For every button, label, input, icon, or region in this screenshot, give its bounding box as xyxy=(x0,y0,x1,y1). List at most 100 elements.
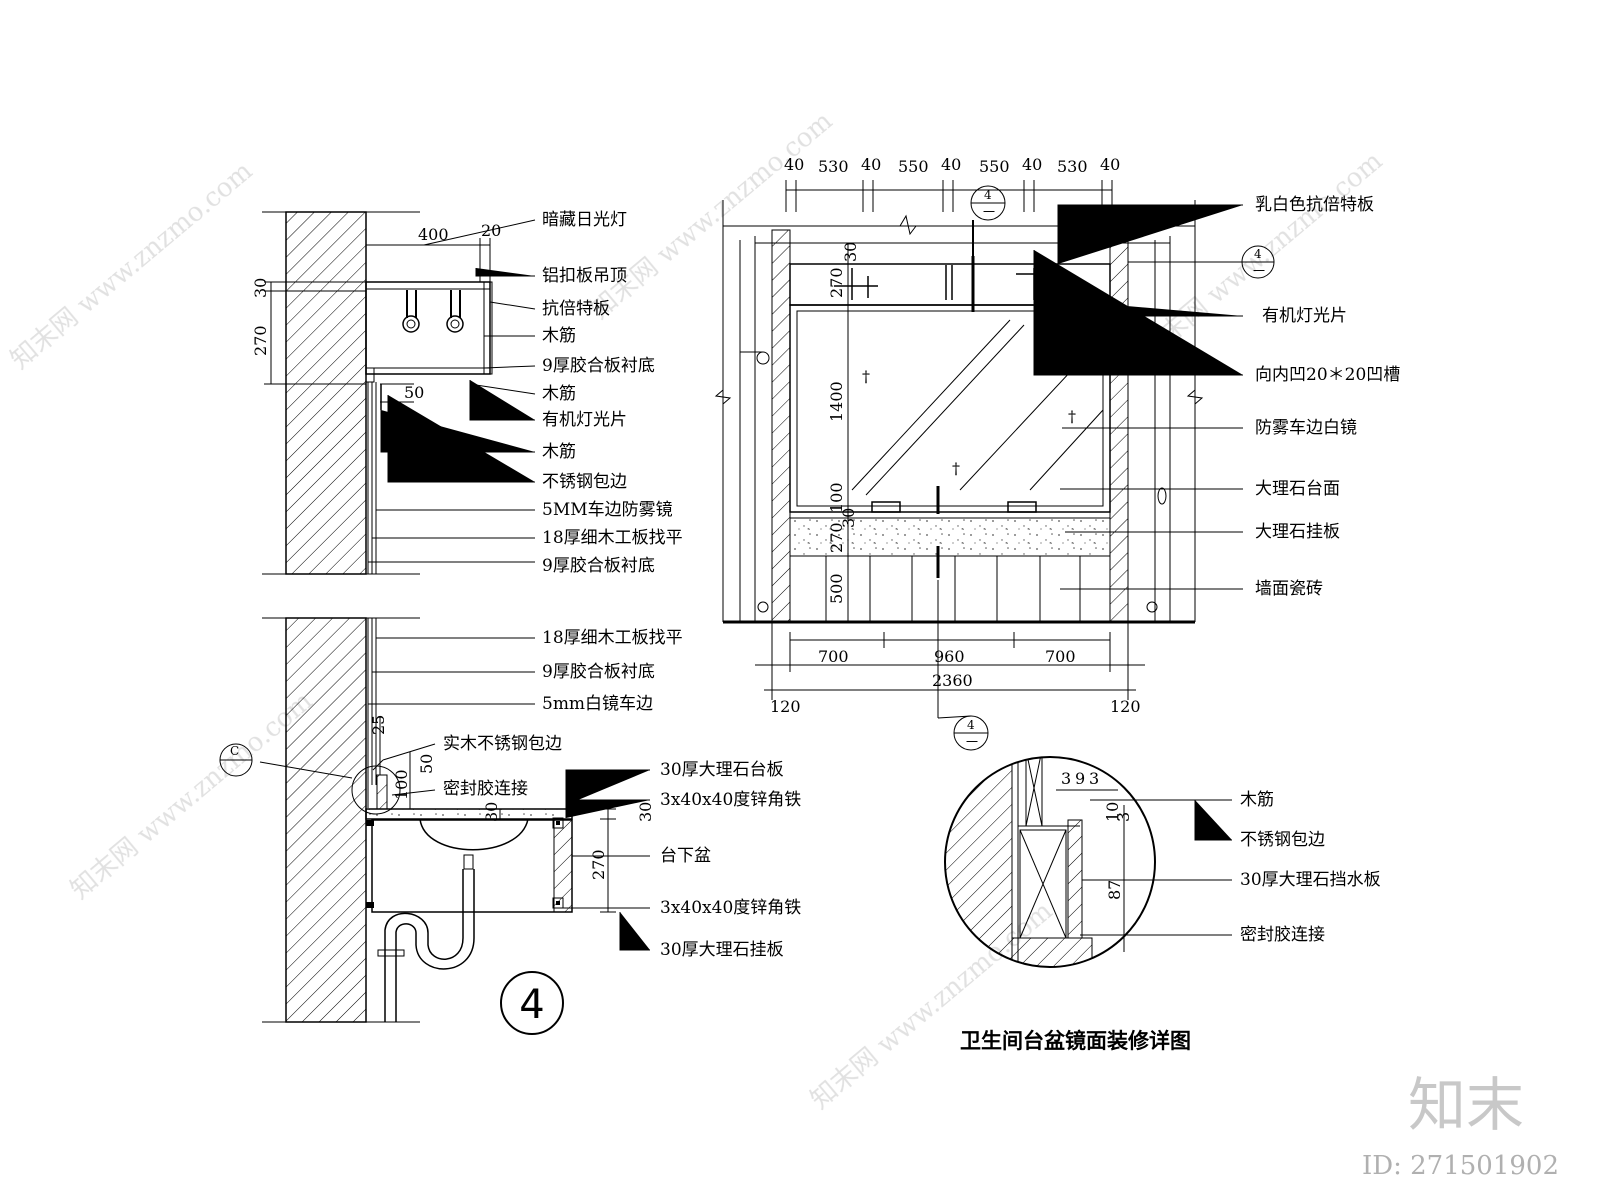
top-dim-5: 550 xyxy=(979,157,1010,176)
detail-callout-circle xyxy=(351,765,401,815)
dim-100: 100 xyxy=(392,769,411,800)
ceiling-box xyxy=(365,281,491,375)
right-column xyxy=(1109,229,1129,623)
drawing-title: 卫生间台盆镜面装修详图 xyxy=(960,1028,1191,1053)
watermark-id: ID: 271501902 xyxy=(1362,1151,1559,1181)
watermark-site-3: 知末网 www.znzmo.com xyxy=(1135,146,1388,365)
label-angle-iron-1: 3x40x40度锌角铁 xyxy=(660,790,801,810)
label-solidwood-ss-trim: 实木不锈钢包边 xyxy=(443,734,562,754)
label-hidden-fluorescent: 暗藏日光灯 xyxy=(542,210,627,230)
detail-dim-9: 9 xyxy=(1075,769,1085,788)
label-sealant-1: 密封胶连接 xyxy=(443,779,528,799)
side-dim-1400: 1400 xyxy=(827,381,846,422)
label-hpl-board: 抗倍特板 xyxy=(542,299,610,319)
marker-right-num: 4 xyxy=(1254,247,1262,261)
bottom-dim-700-b: 700 xyxy=(1045,647,1076,666)
dim-50-b: 50 xyxy=(417,754,436,774)
side-dim-100: 100 xyxy=(827,482,846,513)
label-recess-groove: 向内凹20＊20凹槽 xyxy=(1255,365,1400,385)
label-marble-countertop: 30厚大理石台板 xyxy=(660,760,784,780)
watermark-brand: 知末 xyxy=(1408,1071,1524,1139)
side-dim-500: 500 xyxy=(827,573,846,604)
faucet-icon-2 xyxy=(1007,501,1037,513)
side-dim-30: 30 xyxy=(841,242,860,262)
top-dim-1: 530 xyxy=(818,157,849,176)
label-wood-strip-3: 木筋 xyxy=(542,442,576,462)
label-angle-iron-2: 3x40x40度锌角铁 xyxy=(660,898,801,918)
mirror-mark-3: † xyxy=(952,459,960,478)
label-wood-strip-2: 木筋 xyxy=(542,384,576,404)
label-antifog-white-mirror: 防雾车边白镜 xyxy=(1255,418,1357,438)
top-dim-0: 40 xyxy=(784,155,804,174)
marker-top-sheet: 一 xyxy=(983,205,995,219)
label-wood-strip-1: 木筋 xyxy=(542,326,576,346)
label-detail-sealant: 密封胶连接 xyxy=(1240,925,1325,945)
dim-25: 25 xyxy=(369,715,388,735)
watermark-site-4: 知末网 www.znzmo.com xyxy=(65,686,318,905)
label-plywood-1: 9厚胶合板衬底 xyxy=(542,356,655,376)
marker-bottom-num: 4 xyxy=(967,718,975,732)
watermark: 知末网 www.znzmo.com 知末网 www.znzmo.com 知末网 … xyxy=(5,106,1388,1115)
top-dim-2: 40 xyxy=(861,155,881,174)
top-dim-4: 40 xyxy=(941,155,961,174)
dim-20: 20 xyxy=(481,221,501,240)
top-dim-7: 530 xyxy=(1057,157,1088,176)
dim-30-h: 30 xyxy=(251,278,270,298)
elevation-view: 40 530 40 550 40 550 40 530 40 xyxy=(714,155,1400,751)
left-section-lower: C 25 50 100 30 30 270 18厚细木工板找平 9厚 xyxy=(219,617,801,1035)
detail-dim-3a: 3 xyxy=(1061,769,1071,788)
dim-400: 400 xyxy=(418,225,449,244)
side-dim-270b: 270 xyxy=(827,522,846,553)
top-dim-8: 40 xyxy=(1100,155,1120,174)
label-blockboard-2: 18厚细木工板找平 xyxy=(542,628,683,648)
label-acrylic-diffuser-e: 有机灯光片 xyxy=(1262,306,1347,326)
faucet-icon xyxy=(871,501,901,513)
marker-c-letter: C xyxy=(230,744,239,758)
label-plywood-2: 9厚胶合板衬底 xyxy=(542,556,655,576)
marker-right-sheet: 一 xyxy=(1253,264,1265,278)
wall-lower xyxy=(285,617,367,1023)
side-dim-270: 270 xyxy=(827,267,846,298)
label-plywood-3: 9厚胶合板衬底 xyxy=(542,662,655,682)
watermark-site-5: 知末网 www.znzmo.com xyxy=(805,896,1058,1115)
label-white-hpl: 乳白色抗倍特板 xyxy=(1255,195,1374,215)
detail-dim-10: 10 xyxy=(1103,802,1122,822)
label-aluminum-ceiling: 铝扣板吊顶 xyxy=(542,266,627,286)
mirror-mark-2: † xyxy=(1068,407,1076,426)
bottom-dim-700-a: 700 xyxy=(818,647,849,666)
label-white-mirror: 5mm白镜车边 xyxy=(542,694,653,714)
left-section-upper: 400 20 30 270 50 暗藏日光灯 铝扣板吊顶 抗倍特 xyxy=(251,210,683,576)
dim-30-c1: 30 xyxy=(482,802,501,822)
top-dim-3: 550 xyxy=(898,157,929,176)
detail-dim-87: 87 xyxy=(1105,880,1124,900)
bottom-dim-960: 960 xyxy=(934,647,965,666)
detail-number-circle xyxy=(500,971,564,1035)
detail-dim-3b: 3 xyxy=(1089,769,1099,788)
top-dim-6: 40 xyxy=(1022,155,1042,174)
detail-number: 4 xyxy=(519,982,544,1028)
mirror-mark: † xyxy=(862,367,870,386)
label-antifog-mirror: 5MM车边防雾镜 xyxy=(542,500,673,520)
left-column xyxy=(771,229,791,623)
margin-dim-right: 120 xyxy=(1110,697,1141,716)
wall-upper xyxy=(285,211,367,575)
label-marble-panel: 30厚大理石挂板 xyxy=(660,940,784,960)
marble-panel xyxy=(789,517,1111,557)
label-wall-tile: 墙面瓷砖 xyxy=(1255,579,1323,599)
label-detail-wood-strip: 木筋 xyxy=(1240,790,1274,810)
trap-pipe-icon xyxy=(384,869,464,1022)
label-detail-splashback: 30厚大理石挡水板 xyxy=(1240,870,1381,890)
side-dim-30b: 30 xyxy=(839,508,858,528)
label-marble-top: 大理石台面 xyxy=(1255,479,1340,499)
bottom-dim-2360: 2360 xyxy=(932,671,973,690)
label-marble-hanging: 大理石挂板 xyxy=(1255,522,1340,542)
dim-270-c: 270 xyxy=(589,849,608,880)
basin-icon xyxy=(419,818,529,851)
label-ss-trim: 不锈钢包边 xyxy=(542,472,627,492)
countertop xyxy=(365,808,573,820)
lamp-icon xyxy=(402,290,464,333)
dim-50: 50 xyxy=(404,383,424,402)
margin-dim-left: 120 xyxy=(770,697,801,716)
watermark-site-1: 知末网 www.znzmo.com xyxy=(5,156,258,375)
